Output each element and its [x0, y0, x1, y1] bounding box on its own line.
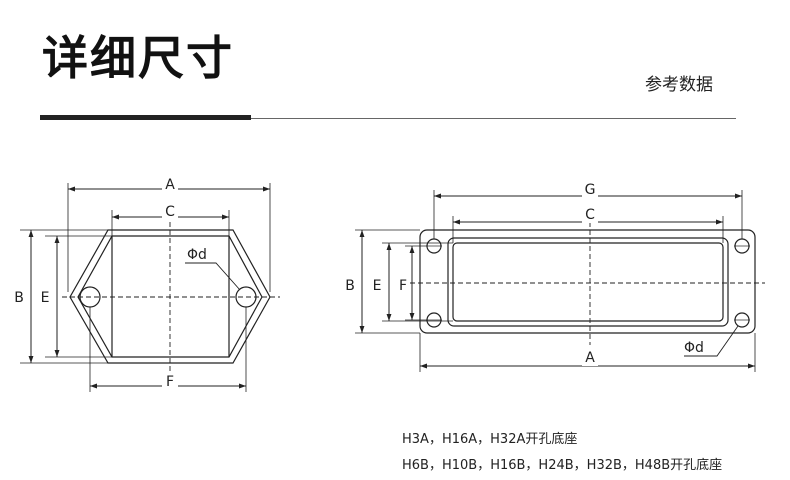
- plate-opening-inner: [452, 242, 724, 322]
- hole-leader-left: [185, 262, 241, 291]
- label-phi-d-left: Φd: [187, 247, 207, 263]
- label-E-right: E: [373, 278, 382, 294]
- caption-h6b-h48b: H6B，H10B，H16B，H24B，H32B，H48B开孔底座: [402, 458, 723, 473]
- label-phi-d-right: Φd: [684, 340, 704, 356]
- label-G-right: G: [585, 182, 596, 198]
- title-underline: [40, 115, 251, 120]
- hex-base-drawing: [20, 183, 280, 392]
- label-F-right: F: [399, 278, 407, 294]
- hole-leader-right: [684, 325, 739, 357]
- label-C-right: C: [585, 207, 595, 223]
- plate-opening-outer: [447, 237, 729, 327]
- label-E-left: E: [41, 290, 50, 306]
- caption-h3a-h16a-h32a: H3A，H16A，H32A开孔底座: [402, 432, 578, 447]
- label-A-left: A: [165, 177, 175, 193]
- plate-outer-outline: [419, 229, 756, 334]
- label-B-left: B: [14, 290, 24, 306]
- label-B-right: B: [345, 278, 355, 294]
- label-A-right: A: [585, 350, 595, 366]
- page-title: 详细尺寸: [42, 31, 234, 85]
- header-divider: [251, 118, 736, 119]
- label-C-left: C: [165, 204, 175, 220]
- label-F-left: F: [166, 374, 174, 390]
- reference-data-label: 参考数据: [645, 75, 713, 95]
